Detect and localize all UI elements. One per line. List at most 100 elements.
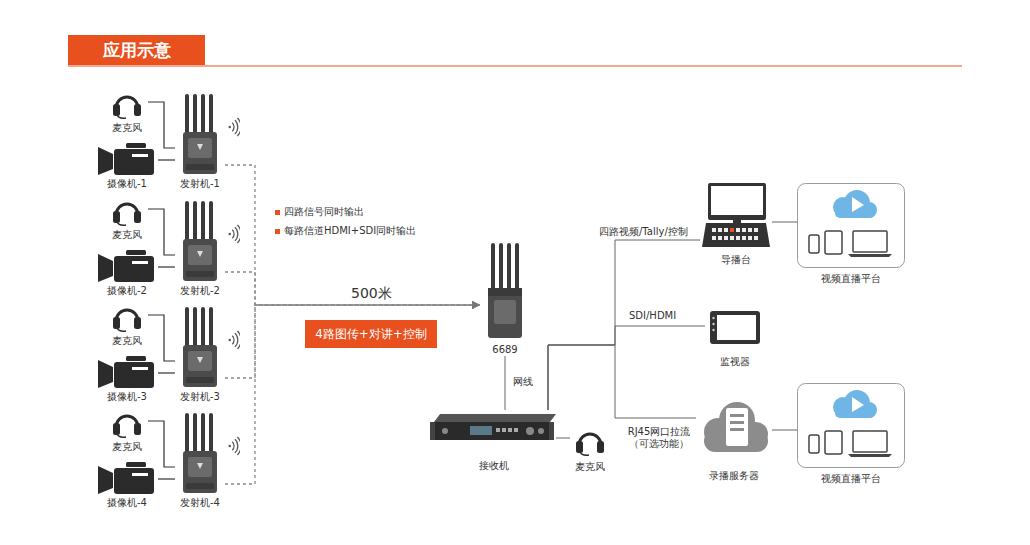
text-block: 麦克风 [112,229,142,241]
device-node: 摄像机-2 [96,247,158,297]
text-block: 麦克风 [112,335,142,347]
source-row [98,307,241,388]
connector [148,102,175,148]
connector [158,159,175,160]
server [704,402,768,452]
text-block: 监视器 [720,356,750,368]
text-block: 发射机-3 [180,391,220,403]
diagram-title: 应用示意 [68,35,205,65]
device-node: 发射机-2 [175,200,225,297]
connector [225,272,480,305]
connector [225,305,480,378]
node-label: 麦克风 [112,229,142,241]
text-block: 接收机 [479,460,509,472]
text-block: 麦克风 [112,122,142,134]
device-node: 麦克风 [570,425,610,473]
source-row [98,201,241,282]
connector [772,222,797,223]
text-block: 麦克风 [112,441,142,453]
edge-label: 四路视频/Tally/控制 [598,226,689,238]
connector [772,430,797,431]
device-node: 摄像机-1 [96,140,158,190]
connector [158,372,175,373]
connector [225,165,480,305]
title-rule [68,65,962,66]
text-block: 摄像机-3 [107,391,147,403]
source-row [98,413,241,494]
device-node: 麦克风 [106,197,148,241]
connector [548,345,696,418]
text-block: 4路图传+对讲+控制 [315,327,427,341]
device-node: 摄像机-3 [96,353,158,403]
node-label: 摄像机-2 [107,285,147,297]
bullet-square [275,229,280,234]
connector [548,240,700,410]
text-block: 发射机-1 [180,178,220,190]
node-label: 麦克风 [575,461,605,473]
node-label: 接收机 [479,460,509,472]
node-label: 麦克风 [112,441,142,453]
text-block: 录播服务器 [709,470,759,482]
text-block: 6689 [492,344,517,356]
device-node: 发射机-1 [175,93,225,190]
node-label: 录播服务器 [709,470,759,482]
node-label: 视频直播平台 [821,273,881,285]
connector [505,356,506,410]
device-node: 麦克风 [106,409,148,453]
text-block: 视频直播平台 [821,473,881,485]
device-node: 麦克风 [106,303,148,347]
text-block: 视频直播平台 [821,273,881,285]
note-label: 每路信道HDMI+SDI同时输出 [283,225,417,237]
edge-label: RJ45网口拉流 （可选功能） [622,426,696,450]
connector [148,315,175,361]
monitor [710,311,760,344]
node-label: 4路图传+对讲+控制 [315,327,427,341]
node-label: 发射机-3 [180,391,220,403]
connector [148,421,175,467]
note-label: 500米 [350,285,393,301]
node-label: 发射机-2 [180,285,220,297]
node-label: 摄像机-4 [107,497,147,509]
node-label: 导播台 [721,254,751,266]
text-block: 发射机-2 [180,285,220,297]
node-label: 6689 [492,344,517,356]
edge-label: SDI/HDMI [628,310,677,322]
bullet-square [275,210,280,215]
device-node: 摄像机-4 [96,459,158,509]
connector [556,438,570,439]
base-station [488,243,522,338]
highlight-box: 4路图传+对讲+控制 [305,320,437,348]
source-row [98,94,241,175]
platform-panel [798,384,905,468]
connector [158,266,175,267]
device-node: 监视器 [705,308,765,368]
text-block: 麦克风 [575,461,605,473]
node-label: 监视器 [720,356,750,368]
platform-panel [798,184,905,268]
text-block: 摄像机-4 [107,497,147,509]
node-label: 麦克风 [112,335,142,347]
device-node: 录播服务器 [696,398,772,482]
connector [225,305,480,484]
edge-label: 网线 [512,376,534,388]
connector [158,478,175,479]
device-node: 接收机 [432,410,556,472]
switcher [702,183,770,247]
device-node: 6689 [480,240,530,356]
device-node: 导播台 [700,180,772,266]
text-block: 发射机-4 [180,497,220,509]
node-label: 发射机-4 [180,497,220,509]
receiver-unit [430,414,556,440]
connector [548,326,705,410]
text-block: 摄像机-2 [107,285,147,297]
node-label: 麦克风 [112,122,142,134]
text-block: 导播台 [721,254,751,266]
node-label: 摄像机-1 [107,178,147,190]
headset-icon [576,434,604,455]
node-label: 摄像机-3 [107,391,147,403]
node-label: 发射机-1 [180,178,220,190]
node-label: 视频直播平台 [821,473,881,485]
